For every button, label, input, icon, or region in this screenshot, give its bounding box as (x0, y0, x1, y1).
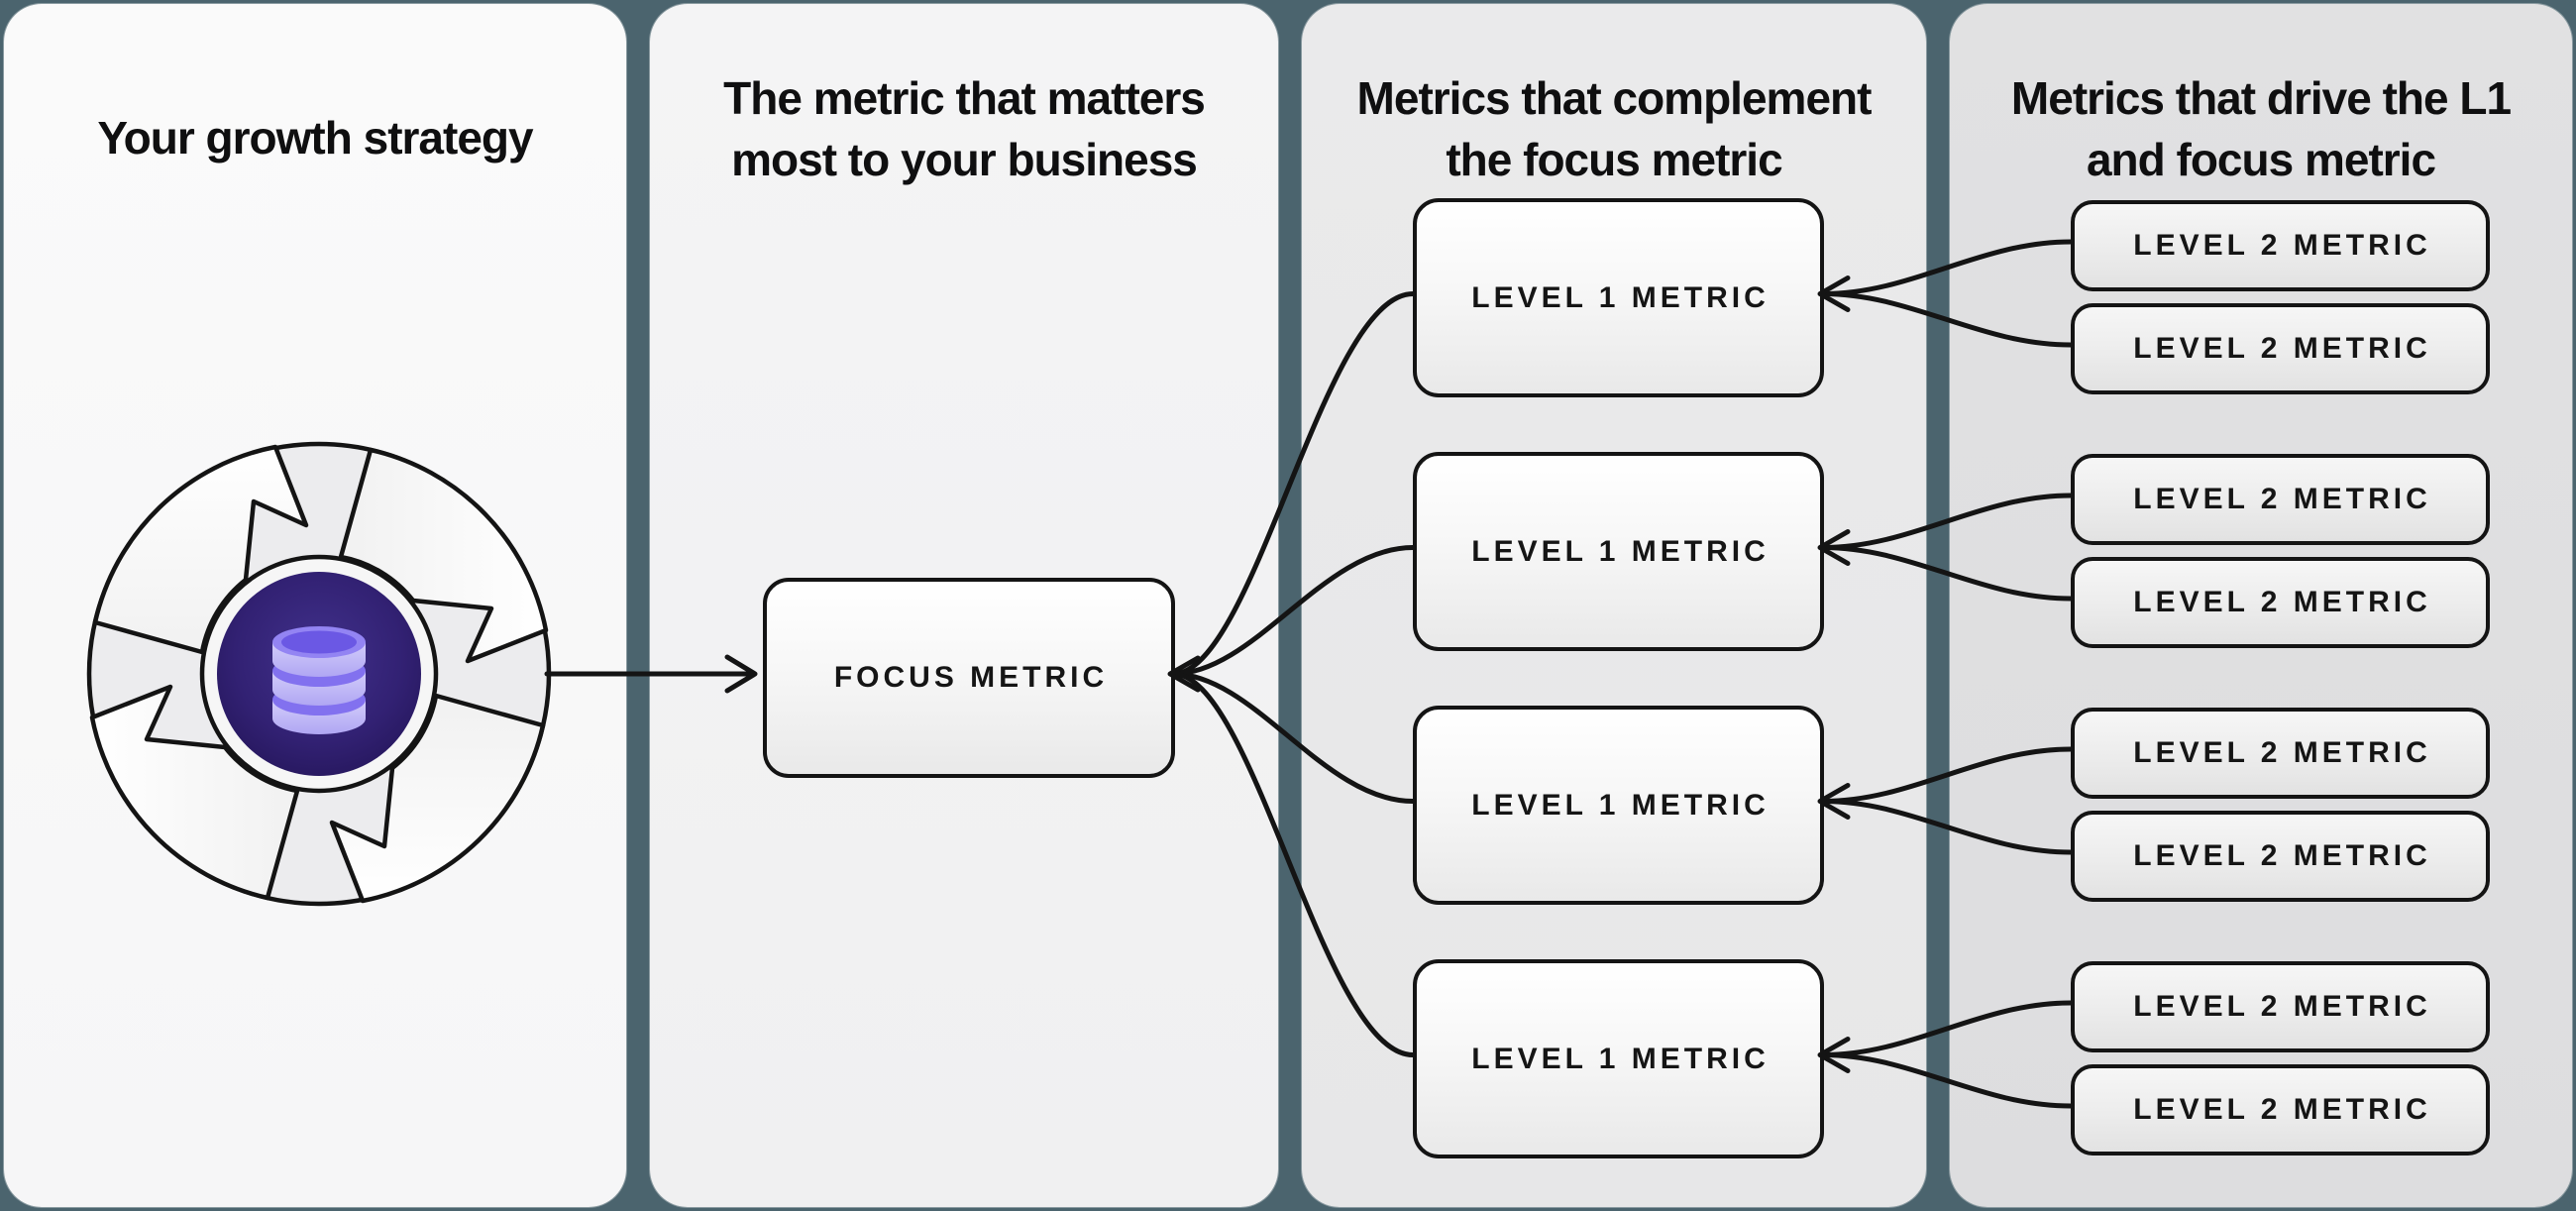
level1-metric-label: LEVEL 1 METRIC (1471, 280, 1770, 314)
level2-metric-box: LEVEL 2 METRIC (2071, 557, 2490, 648)
panel-title-level1-metrics: Metrics that complement the focus metric (1302, 67, 1926, 190)
panel-title-line: Your growth strategy (97, 112, 533, 164)
focus-metric-box: FOCUS METRIC (763, 578, 1175, 778)
panel-title-line: the focus metric (1446, 134, 1782, 185)
level2-metric-label: LEVEL 2 METRIC (2133, 483, 2431, 515)
level2-metric-box: LEVEL 2 METRIC (2071, 303, 2490, 394)
panel-title-line: Metrics that complement (1356, 72, 1873, 124)
level1-metric-box: LEVEL 1 METRIC (1413, 198, 1824, 397)
panel-title-focus-metric: The metric that matters most to your bus… (650, 67, 1278, 190)
level1-metric-label: LEVEL 1 METRIC (1471, 1042, 1770, 1075)
level1-metric-label: LEVEL 1 METRIC (1471, 788, 1770, 822)
focus-metric-label: FOCUS METRIC (833, 661, 1109, 694)
database-icon (272, 626, 366, 734)
panel-title-level2-metrics: Metrics that drive the L1 and focus metr… (1950, 67, 2572, 190)
panel-title-line: most to your business (731, 134, 1198, 185)
level2-metric-label: LEVEL 2 METRIC (2133, 332, 2431, 365)
level2-metric-box: LEVEL 2 METRIC (2071, 200, 2490, 291)
level1-metric-box: LEVEL 1 METRIC (1413, 959, 1824, 1158)
level2-metric-label: LEVEL 2 METRIC (2133, 586, 2431, 618)
level1-metric-label: LEVEL 1 METRIC (1471, 534, 1770, 568)
level1-metric-box: LEVEL 1 METRIC (1413, 706, 1824, 905)
panel-title-growth-strategy: Your growth strategy (4, 107, 626, 168)
panel-title-line: Metrics that drive the L1 (2010, 72, 2512, 124)
level2-metric-label: LEVEL 2 METRIC (2133, 736, 2431, 769)
panel-title-line: The metric that matters (723, 72, 1206, 124)
panel-title-line: and focus metric (2086, 134, 2436, 185)
level2-metric-label: LEVEL 2 METRIC (2133, 839, 2431, 872)
level2-metric-label: LEVEL 2 METRIC (2133, 1093, 2431, 1126)
flywheel-icon (86, 441, 552, 907)
level1-metric-box: LEVEL 1 METRIC (1413, 452, 1824, 651)
level2-metric-label: LEVEL 2 METRIC (2133, 990, 2431, 1023)
level2-metric-box: LEVEL 2 METRIC (2071, 811, 2490, 902)
level2-metric-box: LEVEL 2 METRIC (2071, 708, 2490, 799)
level2-metric-box: LEVEL 2 METRIC (2071, 961, 2490, 1052)
level2-metric-box: LEVEL 2 METRIC (2071, 454, 2490, 545)
level2-metric-box: LEVEL 2 METRIC (2071, 1064, 2490, 1156)
level2-metric-label: LEVEL 2 METRIC (2133, 229, 2431, 262)
